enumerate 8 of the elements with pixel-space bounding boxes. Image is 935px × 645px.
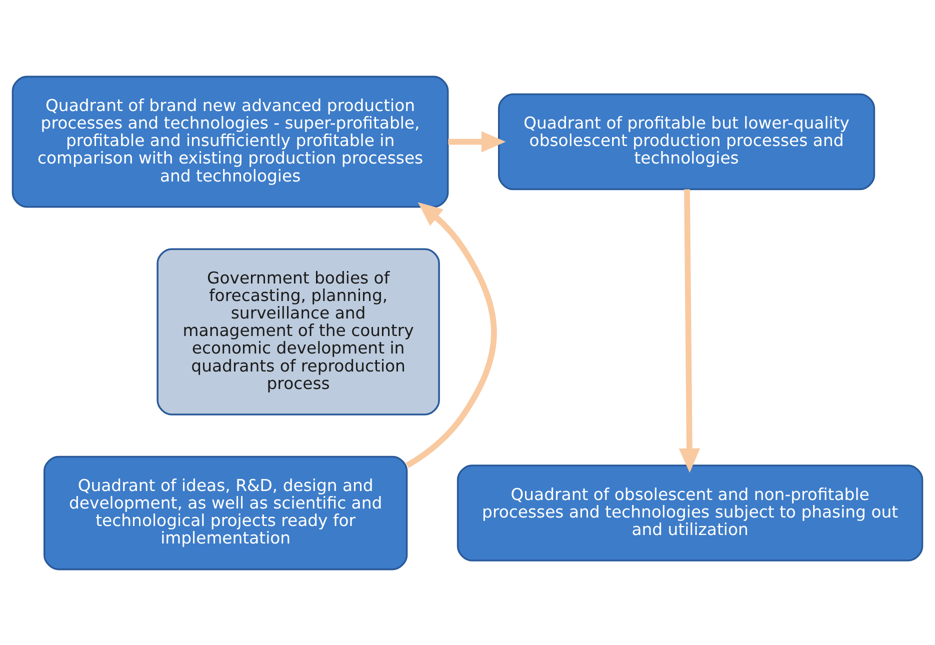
arrow <box>678 188 700 472</box>
arrow <box>406 202 497 468</box>
node-box: Quadrant of brand new advanced production processes and technologies - super-profitable, profitable and insufficiently profitable in comparison with existing production processes and technologies <box>12 75 449 208</box>
node-box: Quadrant of obsolescent and non-profitable processes and technologies subject to phasing out and utilization <box>456 464 924 561</box>
node-box: Quadrant of ideas, R&D, design and development, as well as scientific and technological projects ready for implementation <box>44 455 408 570</box>
arrow <box>448 130 506 152</box>
node-box: Quadrant of profitable but lower-quality obsolescent production processes and technologies <box>498 92 876 190</box>
node-box: Government bodies of forecasting, planning, surveillance and management of the country economic development in quadrants of reproduction process <box>156 248 440 415</box>
